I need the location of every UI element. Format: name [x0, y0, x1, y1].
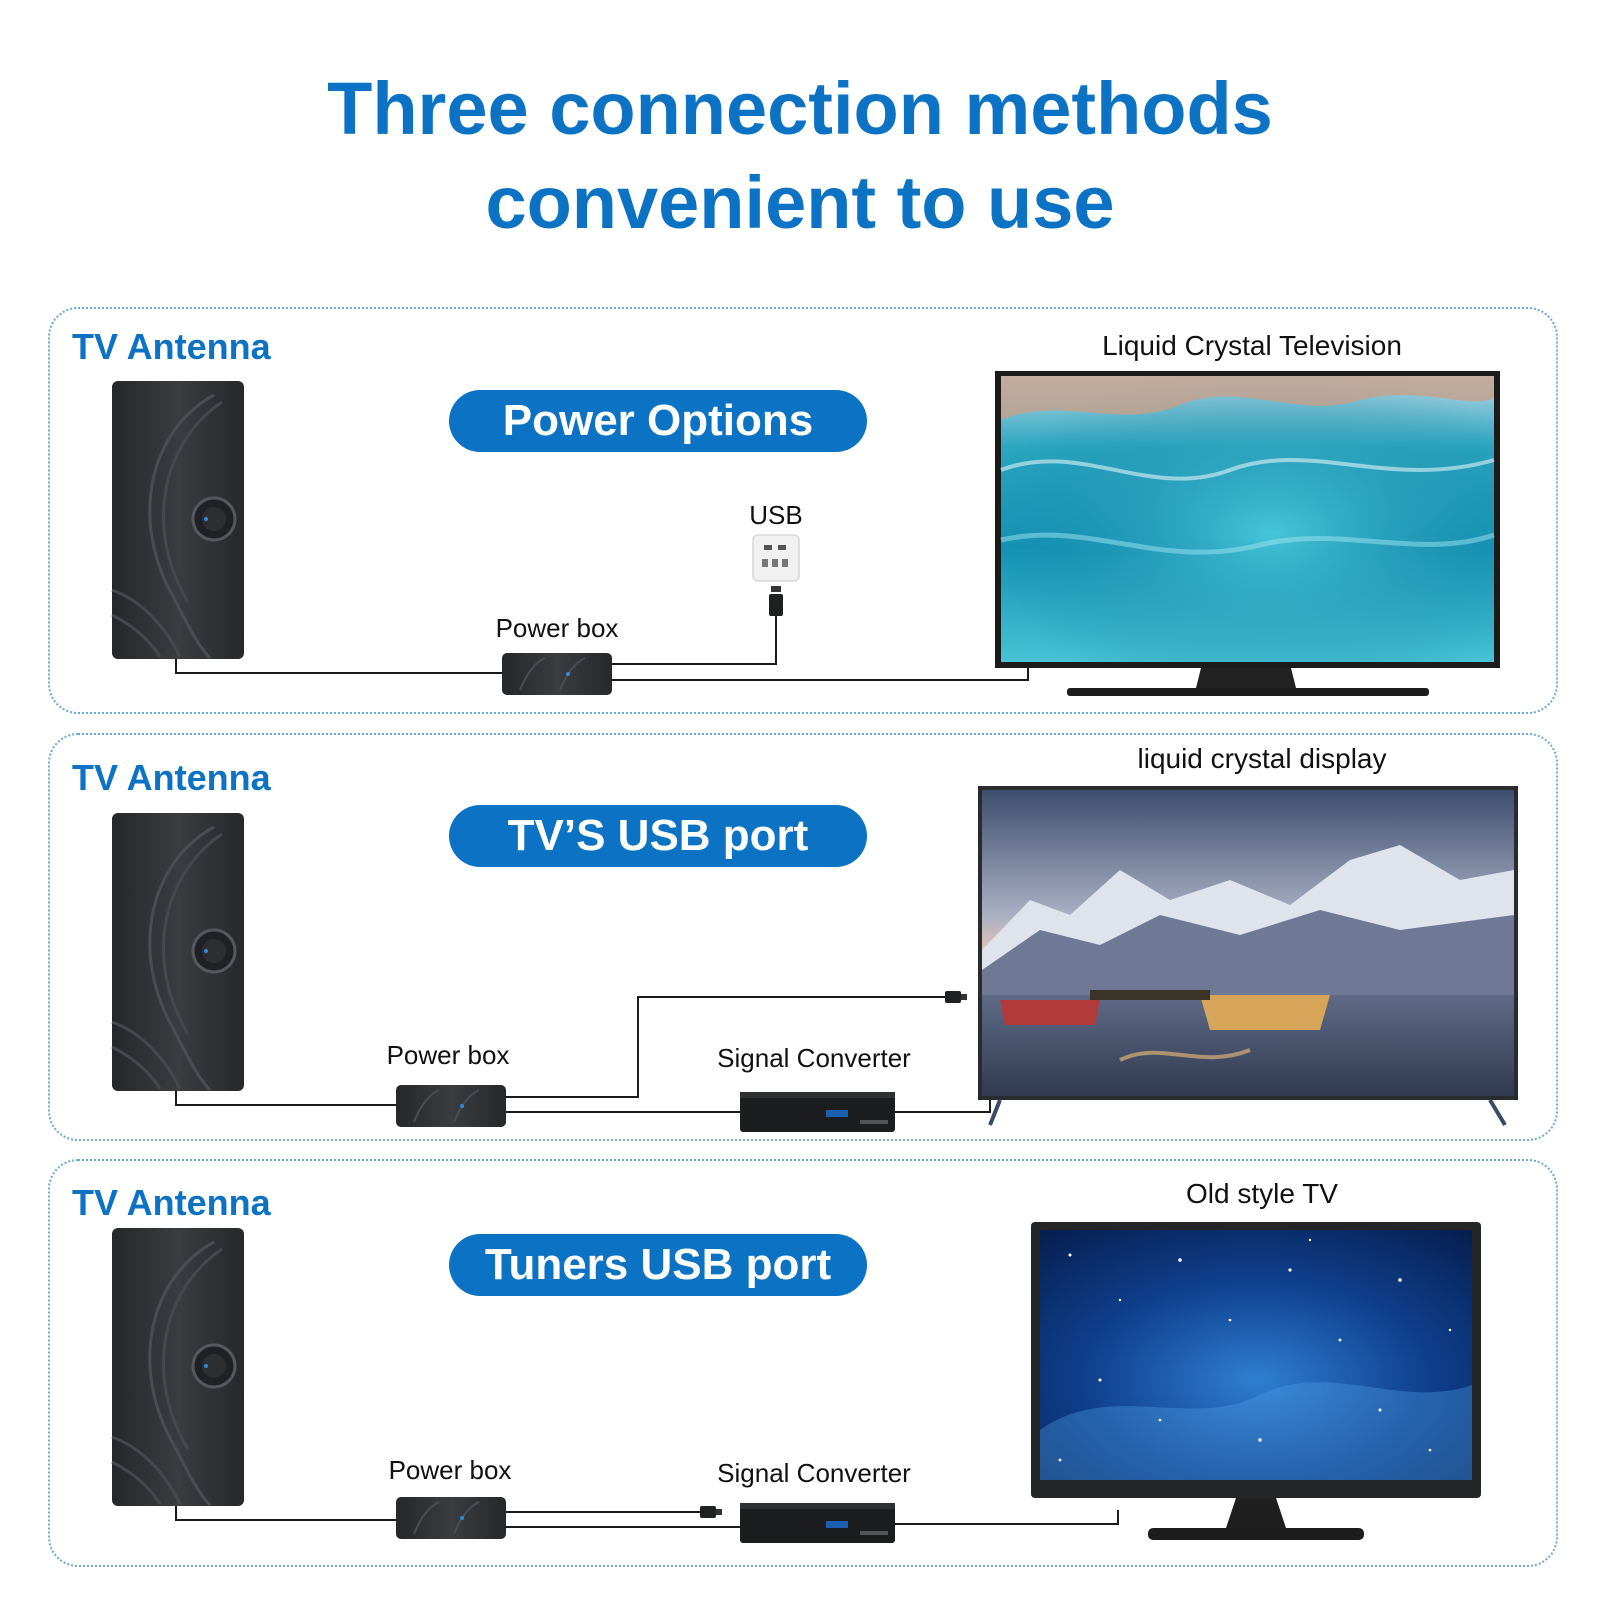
power-box-1 [502, 653, 612, 695]
antenna-label-2: TV Antenna [72, 757, 271, 798]
antenna-label-1: TV Antenna [72, 326, 271, 367]
panel-power-options [48, 307, 1558, 714]
usb-plug-3 [700, 1506, 722, 1518]
lcd-tv-1 [995, 371, 1500, 696]
method-badge-power-options: Power Options [449, 390, 867, 452]
tv-label-1: Liquid Crystal Television [1102, 330, 1402, 361]
signal-converter-label-1: Signal Converter [717, 1043, 911, 1073]
antenna-2 [111, 813, 244, 1092]
cables-2 [175, 996, 991, 1113]
usb-label: USB [749, 500, 803, 530]
antenna-3 [111, 1228, 244, 1507]
old-style-tv [1031, 1222, 1481, 1540]
title-line-2: convenient to use [485, 161, 1115, 244]
usb-plug-1 [769, 586, 783, 616]
method-badge-tuners-usb-port: Tuners USB port [449, 1234, 867, 1296]
power-box-label-2: Power box [386, 1040, 510, 1070]
signal-converter-1 [740, 1092, 895, 1132]
page-title: Three connection methods convenient to u… [0, 62, 1600, 250]
power-box-label-1: Power box [495, 613, 619, 643]
tv-label-2: liquid crystal display [1137, 743, 1387, 774]
power-box-2 [396, 1085, 506, 1127]
method-badge-tv-usb-port: TV’S USB port [449, 805, 867, 867]
cables-1 [175, 616, 1029, 681]
signal-converter-2 [740, 1503, 895, 1543]
title-line-1: Three connection methods [327, 67, 1273, 150]
panel-tv-usb-port [48, 733, 1558, 1141]
power-box-3 [396, 1497, 506, 1539]
tv-label-3: Old style TV [1186, 1178, 1338, 1209]
signal-converter-label-2: Signal Converter [717, 1458, 911, 1488]
lcd-display [978, 786, 1518, 1127]
panel-tuners-usb-port [48, 1159, 1558, 1567]
usb-adapter [752, 534, 800, 582]
antenna-label-3: TV Antenna [72, 1182, 271, 1223]
antenna-1 [111, 381, 244, 660]
cables-3 [175, 1506, 1119, 1528]
usb-plug-2 [945, 991, 967, 1003]
power-box-label-3: Power box [388, 1455, 512, 1485]
